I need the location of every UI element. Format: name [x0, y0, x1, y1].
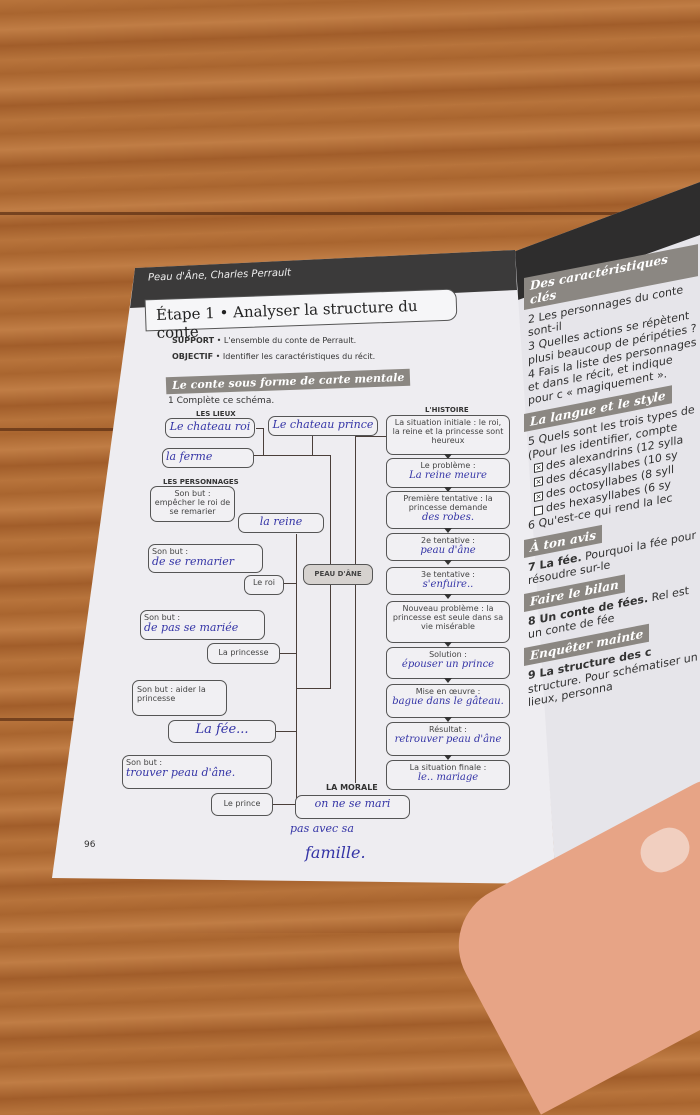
histoire-step: La situation finale :le.. mariage — [386, 760, 510, 790]
goal-answer: de se remarier — [152, 555, 235, 569]
goal-answer: trouver peau d'âne. — [126, 766, 236, 780]
arrow-down-icon — [444, 642, 452, 647]
page-number: 96 — [84, 840, 96, 850]
step-answer: La reine meure — [409, 470, 487, 482]
histoire-step: Le problème :La reine meure — [386, 458, 510, 488]
arrow-down-icon — [444, 755, 452, 760]
step-answer: s'enfuire.. — [422, 579, 474, 591]
character-name: La fée... — [168, 720, 276, 743]
morale-label: LA MORALE — [326, 783, 378, 792]
right-page-content: Des caractéristiques clés 2 Les personna… — [524, 238, 698, 710]
arrow-down-icon — [444, 560, 452, 565]
character-goal: Son but :de pas se mariée — [140, 610, 265, 640]
character-goal: Son but : empêcher le roi de se remarier — [150, 486, 235, 522]
step-label: Résultat : — [429, 725, 467, 734]
support-label: SUPPORT — [172, 336, 215, 345]
step-label: Solution : — [429, 650, 467, 659]
objectif-text: • Identifier les caractéristiques du réc… — [213, 352, 376, 361]
floor-seam — [0, 212, 700, 215]
character-name: La princesse — [207, 643, 280, 664]
arrow-down-icon — [444, 487, 452, 492]
step-answer: épouser un prince — [401, 659, 495, 671]
histoire-step: 3e tentative :s'enfuire.. — [386, 567, 510, 595]
morale-answer: on ne se mari — [295, 795, 410, 819]
objectif-line: OBJECTIF • Identifier les caractéristiqu… — [172, 352, 375, 361]
goal-label: Son but : — [126, 758, 163, 767]
arrow-down-icon — [444, 717, 452, 722]
checkbox-checked[interactable]: ✕ — [534, 490, 543, 502]
histoire-step: Solution :épouser un prince — [386, 647, 510, 679]
character-goal: Son but :de se remarier — [148, 544, 263, 573]
objectif-label: OBJECTIF — [172, 352, 214, 361]
histoire-step: Nouveau problème : la princesse est seul… — [386, 601, 510, 643]
step-label: Mise en œuvre : — [415, 687, 481, 696]
goal-answer: de pas se mariée — [144, 621, 239, 635]
step-label: Première tentative : la princesse demand… — [403, 494, 493, 513]
checkbox-checked[interactable]: ✕ — [534, 462, 543, 474]
step-answer: le.. mariage — [417, 772, 479, 784]
support-text: • L'ensemble du conte de Perrault. — [214, 336, 357, 345]
character-name: Le prince — [211, 793, 273, 816]
histoire-step: Résultat :retrouver peau d'âne — [386, 722, 510, 756]
goal-label: Son but : — [152, 547, 189, 556]
step-label: La situation initiale : le roi, la reine… — [392, 418, 504, 446]
histoire-step: 2e tentative :peau d'âne — [386, 533, 510, 561]
character-goal: Son but : aider la princesse — [132, 680, 227, 716]
goal-label: Son but : — [144, 613, 181, 622]
step-label: 2e tentative : — [421, 536, 475, 545]
lieu-answer: Le chateau prince — [268, 416, 378, 436]
step-label: 3e tentative : — [421, 570, 475, 579]
character-goal: Son but :trouver peau d'âne. — [122, 755, 272, 789]
support-line: SUPPORT • L'ensemble du conte de Perraul… — [172, 336, 356, 345]
checkbox-checked[interactable]: ✕ — [534, 476, 543, 488]
instruction: 1 Complète ce schéma. — [168, 396, 275, 406]
lieu-answer: Le chateau roi — [165, 418, 255, 438]
step-label: Le problème : — [420, 461, 476, 470]
histoire-step: Première tentative : la princesse demand… — [386, 491, 510, 529]
character-name: la reine — [238, 513, 324, 533]
arrow-down-icon — [444, 454, 452, 459]
lieu-answer: la ferme — [162, 448, 254, 468]
center-node: PEAU D'ÂNE — [303, 564, 373, 585]
character-name: Le roi — [244, 575, 284, 595]
histoire-step: La situation initiale : le roi, la reine… — [386, 415, 510, 455]
step-answer: bague dans le gâteau. — [392, 696, 504, 708]
lieux-label: LES LIEUX — [196, 410, 236, 418]
personnages-label: LES PERSONNAGES — [163, 478, 239, 486]
step-answer: retrouver peau d'âne — [394, 734, 502, 746]
step-answer: des robes. — [421, 512, 475, 524]
morale-answer-cont: pas avec sa — [290, 822, 354, 835]
morale-answer-cont: famille. — [305, 843, 366, 862]
arrow-down-icon — [444, 594, 452, 599]
step-label: Nouveau problème : la princesse est seul… — [392, 604, 504, 632]
checkbox-empty[interactable] — [534, 505, 543, 516]
step-answer: peau d'âne — [420, 545, 476, 557]
step-label: La situation finale : — [409, 763, 487, 772]
arrow-down-icon — [444, 678, 452, 683]
histoire-step: Mise en œuvre :bague dans le gâteau. — [386, 684, 510, 718]
histoire-label: L'HISTOIRE — [425, 406, 469, 414]
arrow-down-icon — [444, 528, 452, 533]
